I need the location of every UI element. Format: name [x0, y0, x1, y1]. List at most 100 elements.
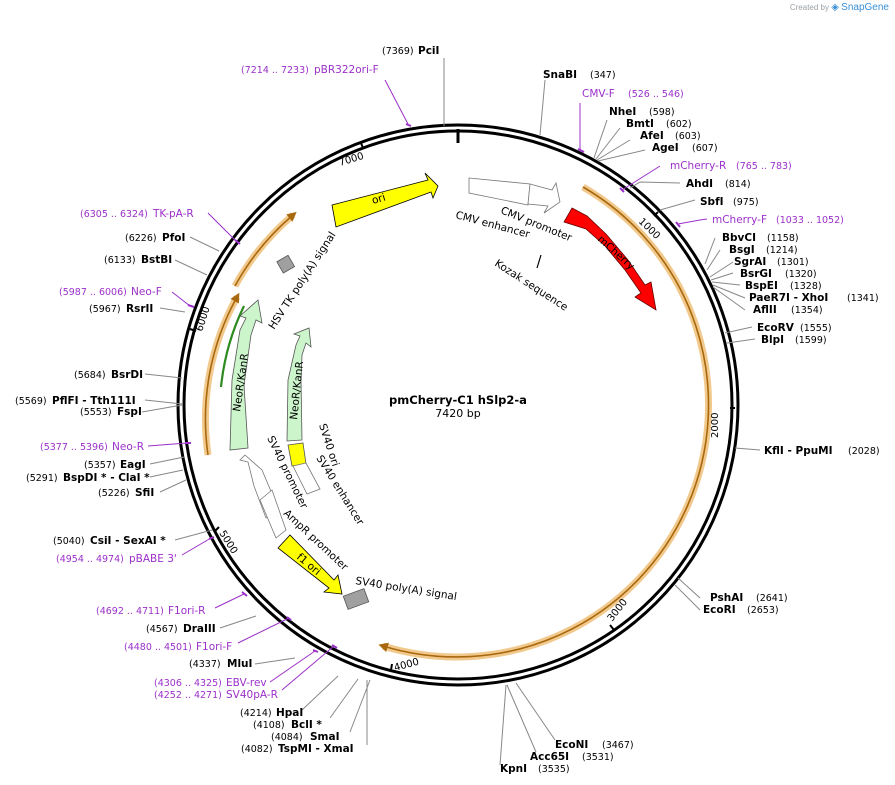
- feature-f1-ori: [277, 534, 343, 595]
- site-name-acc65i: Acc65I: [530, 751, 569, 763]
- site-pos-sbfi: (975): [733, 197, 759, 208]
- feature-sv40-ori: [287, 442, 307, 467]
- site-name-sbfi: SbfI: [700, 196, 724, 208]
- primer-range-sv40pa-r: (4252 .. 4271): [154, 690, 222, 701]
- site-name-fspi: FspI: [117, 406, 142, 418]
- orf-arc-left: [204, 292, 240, 456]
- primer-name-ebv-rev: EBV-rev: [226, 677, 267, 689]
- site-pos-blpi: (1599): [795, 335, 827, 346]
- primer-range-ebv-rev: (4306 .. 4325): [154, 678, 222, 689]
- primer-range-f1ori-r: (4692 .. 4711): [96, 606, 164, 617]
- orf-arcs: [201, 183, 713, 661]
- primer-name-cmv-f: CMV-F: [582, 88, 615, 100]
- site-pos-ahdi: (814): [725, 179, 751, 190]
- plasmid-title-block: pmCherry-C1 hSlp2-a 7420 bp: [389, 393, 527, 420]
- primer-range-cmv-f: (526 .. 546): [628, 89, 684, 100]
- feature-cmv-enhancer: [468, 177, 531, 206]
- site-pos-pshai: (2641): [756, 593, 788, 604]
- enzyme-leaders: [141, 58, 761, 766]
- site-pos-smai: (4084): [271, 732, 303, 743]
- site-pos-tspmi-xmai: (4082): [241, 744, 273, 755]
- site-pos-draiii: (4567): [146, 624, 178, 635]
- primer-name-tk-pa-r: TK-pA-R: [152, 208, 194, 220]
- plasmid-length: 7420 bp: [435, 407, 480, 420]
- site-pos-csii-sexai: (5040): [53, 536, 85, 547]
- tick-label-6000: 6000: [194, 305, 212, 333]
- site-pos-afei: (603): [675, 131, 701, 142]
- site-name-econi: EcoNI: [555, 739, 588, 751]
- site-name-ecori: EcoRI: [703, 604, 736, 616]
- primer-leaders: [147, 79, 708, 691]
- tick-label-2000: 2000: [710, 413, 721, 438]
- site-name-sfii: SfiI: [135, 487, 154, 499]
- primer-mark-sv40pa-r: [331, 644, 338, 649]
- feature-label-ori: ori: [371, 192, 387, 207]
- primer-labels: (7214 .. 7233) pBR322ori-F CMV-F (526 ..…: [40, 64, 844, 701]
- feature-cmv-promoter: [527, 181, 561, 214]
- site-name-bmti: BmtI: [626, 118, 654, 130]
- feature-sv40-enhancer: [292, 462, 321, 495]
- site-pos-bcli: (4108): [253, 720, 285, 731]
- site-name-eagi: EagI: [120, 459, 146, 471]
- site-name-afei: AfeI: [640, 130, 664, 142]
- feature-label-kozak: Kozak sequence: [492, 257, 570, 313]
- snapgene-logo: ◈: [831, 2, 839, 13]
- site-name-bspdi-clai: BspDI * - ClaI *: [63, 472, 150, 484]
- primer-name-pbabe3: pBABE 3': [129, 553, 177, 565]
- site-name-pflfi-tth111i: PflFI - Tth111I: [52, 395, 136, 407]
- site-name-bspei: BspEI: [745, 280, 778, 292]
- site-pos-paer7i-xhoi: (1341): [847, 293, 879, 304]
- site-pos-sfii: (5226): [98, 488, 130, 499]
- site-name-kpni: KpnI: [500, 763, 527, 775]
- site-name-rsrii: RsrII: [126, 303, 153, 315]
- primer-range-tk-pa-r: (6305 .. 6324): [80, 209, 148, 220]
- branding-prefix: Created by: [789, 3, 829, 12]
- site-name-mlui: MluI: [227, 658, 252, 670]
- site-pos-kpni: (3535): [538, 764, 570, 775]
- site-name-sgrai: SgrAI: [734, 256, 766, 268]
- orf-arc-neo: [219, 305, 245, 388]
- branding-name: SnapGene: [841, 2, 889, 13]
- site-pos-ecorv: (1555): [800, 323, 832, 334]
- site-pos-bsrgi: (1320): [785, 269, 817, 280]
- site-pos-fspi: (5553): [80, 407, 112, 418]
- site-name-kfli-ppumi: KflI - PpuMI: [764, 445, 833, 457]
- site-name-bsrdi: BsrDI: [111, 369, 143, 381]
- features: [229, 172, 657, 610]
- site-pos-pflfi-tth111i: (5569): [15, 396, 47, 407]
- primer-mark-mcherry-f: [675, 221, 681, 228]
- site-name-bstbi: BstBI: [141, 254, 172, 266]
- site-name-draiii: DraIII: [183, 623, 216, 635]
- feature-label-hsv-tk-polya: HSV TK poly(A) signal: [266, 230, 338, 332]
- feature-neor-inner: [286, 327, 312, 442]
- site-name-agei: AgeI: [652, 142, 679, 154]
- tick-label-4000: 4000: [393, 657, 420, 674]
- feature-sv40-polya: [342, 588, 370, 610]
- site-pos-bsrdi: (5684): [74, 370, 106, 381]
- primer-name-mcherry-r: mCherry-R: [670, 160, 726, 172]
- site-name-paer7i-xhoi: PaeR7I - XhoI: [749, 292, 828, 304]
- primer-name-neo-f: Neo-F: [131, 286, 162, 298]
- primer-name-mcherry-f: mCherry-F: [712, 214, 767, 226]
- site-name-bbvci: BbvCI: [722, 232, 756, 244]
- primer-name-neo-r: Neo-R: [112, 441, 144, 453]
- site-name-ecorv: EcoRV: [757, 322, 795, 334]
- site-name-smai: SmaI: [310, 731, 340, 743]
- primer-range-pbabe3: (4954 .. 4974): [56, 554, 124, 565]
- primer-range-f1ori-f: (4480 .. 4501): [124, 642, 192, 653]
- site-name-pfoi: PfoI: [162, 232, 185, 244]
- primer-name-f1ori-r: F1ori-R: [168, 605, 205, 617]
- site-pos-snabi: (347): [590, 70, 616, 81]
- site-pos-bmti: (602): [666, 119, 692, 130]
- site-pos-aflii: (1354): [791, 305, 823, 316]
- primer-range-neo-r: (5377 .. 5396): [40, 442, 108, 453]
- feature-mcherry: [563, 207, 657, 311]
- site-pos-bsgi: (1214): [766, 245, 798, 256]
- orf-arc-upper-left: [234, 211, 297, 287]
- site-pos-hpai: (4214): [240, 708, 272, 719]
- site-name-snabi: SnaBI: [543, 69, 577, 81]
- primer-range-mcherry-f: (1033 .. 1052): [776, 215, 844, 226]
- site-name-ahdi: AhdI: [686, 178, 713, 190]
- site-pos-acc65i: (3531): [582, 752, 614, 763]
